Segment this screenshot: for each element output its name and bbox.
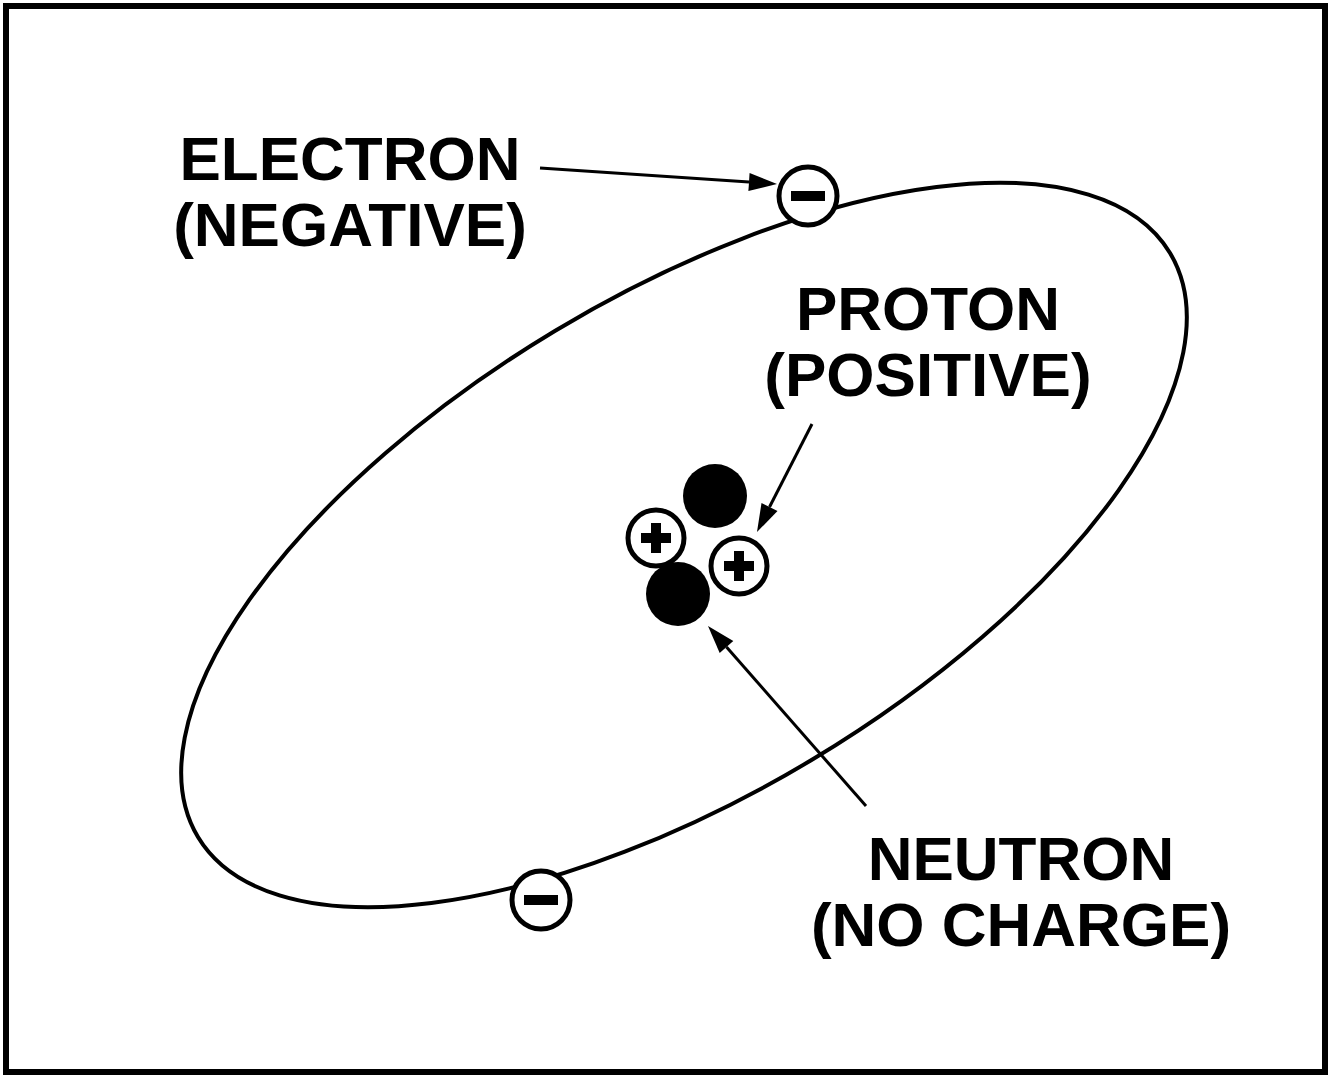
- part-label: PROTON (POSITIVE): [764, 276, 1091, 408]
- electron-symbol: [779, 167, 837, 225]
- proton-symbol: [711, 538, 767, 594]
- leader-arrow: [708, 626, 866, 806]
- neutron-symbol: [683, 464, 747, 528]
- orbit-ellipse: [69, 39, 1299, 1052]
- electron-symbol: [512, 871, 570, 929]
- frame-border: [6, 6, 1325, 1072]
- leader-arrow: [757, 424, 812, 532]
- neutron-symbol: [646, 562, 710, 626]
- leader-arrow: [540, 168, 777, 191]
- part-label: NEUTRON (NO CHARGE): [811, 826, 1231, 958]
- part-label: ELECTRON (NEGATIVE): [173, 126, 527, 258]
- proton-symbol: [628, 510, 684, 566]
